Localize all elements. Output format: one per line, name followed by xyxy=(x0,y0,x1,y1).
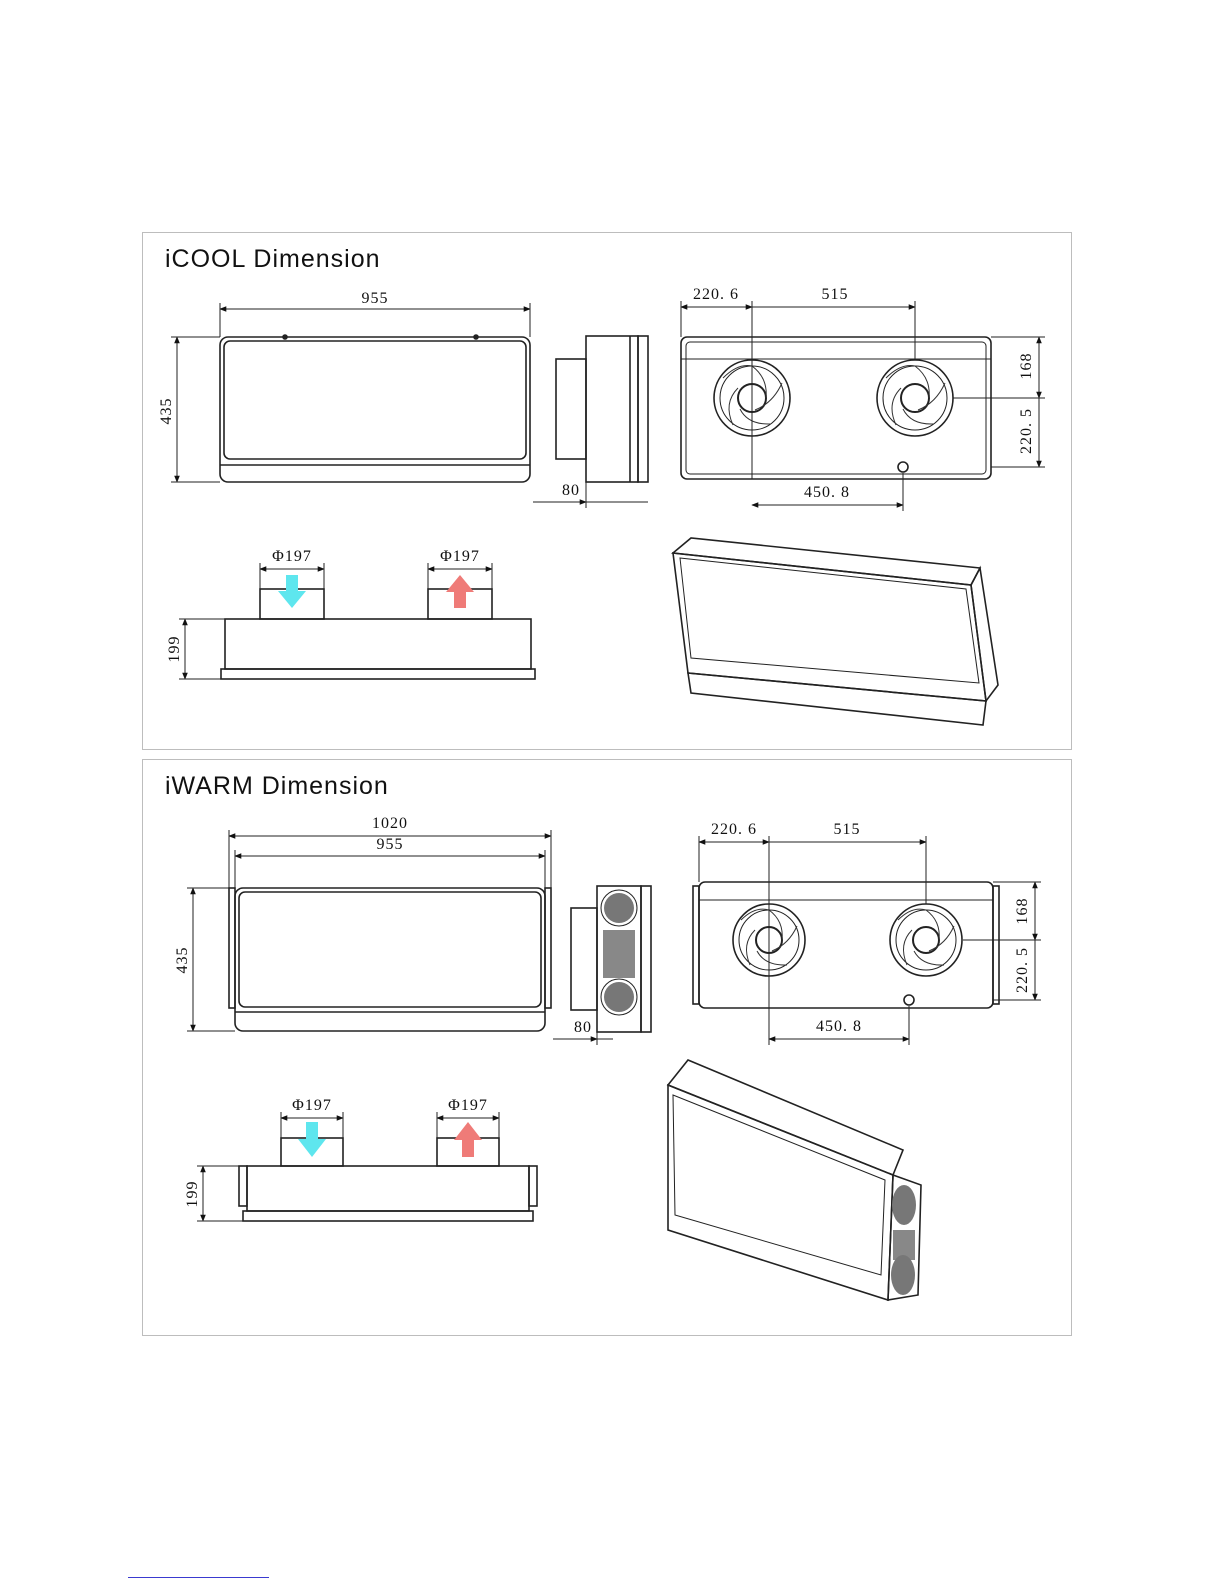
icool-dimension-panel: iCOOL Dimension 955 435 xyxy=(142,232,1072,750)
iwarm-back-bottom-span-label: 450. 8 xyxy=(816,1018,862,1035)
icool-front-width-dimension xyxy=(220,303,530,337)
icool-side-depth-label: 80 xyxy=(562,482,580,499)
icool-side-view xyxy=(556,336,648,482)
icool-exhaust-arrow xyxy=(446,575,474,608)
icool-top-duct-left-label: Φ197 xyxy=(272,548,312,565)
iwarm-side-grille xyxy=(603,893,635,1012)
icool-drawing: 955 435 80 xyxy=(143,233,1071,749)
icool-intake-arrow xyxy=(278,575,306,608)
iwarm-top-height-label: 199 xyxy=(184,1181,201,1208)
iwarm-back-left-offset-label: 220. 6 xyxy=(711,821,757,838)
iwarm-back-view xyxy=(693,882,999,1008)
footer-link-underline xyxy=(128,1577,269,1578)
icool-back-lower-offset-label: 220. 5 xyxy=(1018,408,1035,454)
icool-back-top-offset-label: 168 xyxy=(1018,353,1035,380)
iwarm-back-top-offset-label: 168 xyxy=(1014,898,1031,925)
iwarm-front-width-label: 955 xyxy=(377,836,404,853)
icool-front-height-dimension xyxy=(171,337,220,482)
iwarm-back-lower-offset-label: 220. 5 xyxy=(1014,947,1031,993)
iwarm-top-height-dimension xyxy=(197,1166,243,1221)
icool-top-view xyxy=(221,589,535,679)
iwarm-top-duct-right-label: Φ197 xyxy=(448,1097,488,1114)
iwarm-side-depth-label: 80 xyxy=(574,1019,592,1036)
iwarm-dimension-panel: iWARM Dimension 1020 955 435 xyxy=(142,759,1072,1336)
icool-top-height-dimension xyxy=(179,619,225,679)
iwarm-front-height-label: 435 xyxy=(174,947,191,974)
icool-front-height-label: 435 xyxy=(158,398,175,425)
iwarm-front-outer-width-label: 1020 xyxy=(372,815,408,832)
icool-back-left-offset-label: 220. 6 xyxy=(693,286,739,303)
iwarm-drawing: 1020 955 435 80 xyxy=(143,760,1071,1335)
iwarm-back-fan-spacing-label: 515 xyxy=(834,821,861,838)
icool-top-duct-right-label: Φ197 xyxy=(440,548,480,565)
iwarm-intake-arrow xyxy=(298,1122,326,1157)
iwarm-top-view xyxy=(239,1138,537,1221)
iwarm-exhaust-arrow xyxy=(454,1122,482,1157)
iwarm-front-height-dimension xyxy=(187,888,235,1031)
icool-front-width-label: 955 xyxy=(362,290,389,307)
iwarm-top-duct-left-label: Φ197 xyxy=(292,1097,332,1114)
icool-back-top-dimension xyxy=(681,301,915,479)
icool-top-height-label: 199 xyxy=(166,636,183,663)
iwarm-front-view xyxy=(229,888,551,1031)
icool-back-fan-blades xyxy=(723,366,945,426)
icool-side-depth-dimension xyxy=(533,482,648,508)
icool-back-fan-spacing-label: 515 xyxy=(822,286,849,303)
iwarm-perspective-grille xyxy=(891,1185,916,1295)
icool-back-bottom-span-label: 450. 8 xyxy=(804,484,850,501)
icool-back-view xyxy=(681,337,991,479)
iwarm-back-fan-blades xyxy=(741,909,954,965)
icool-front-view xyxy=(220,335,530,482)
icool-perspective-view xyxy=(673,538,998,725)
iwarm-perspective-view xyxy=(668,1060,921,1300)
